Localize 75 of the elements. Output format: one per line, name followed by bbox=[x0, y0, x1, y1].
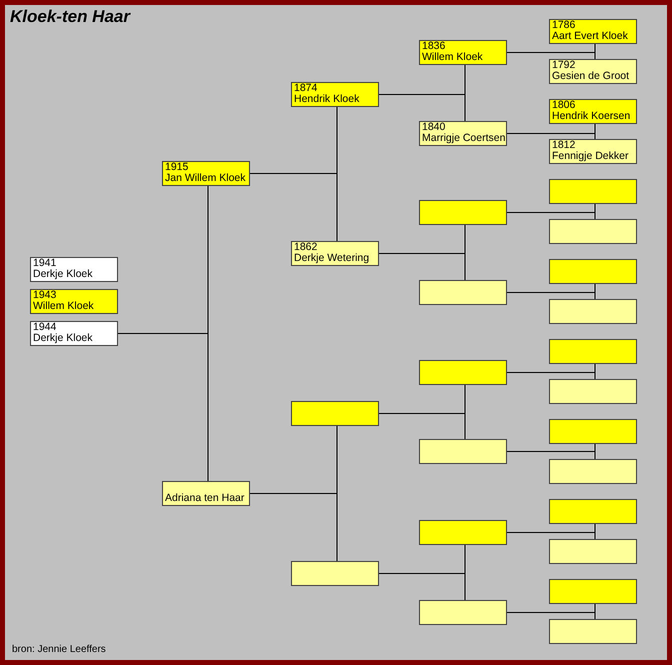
connector-line bbox=[506, 52, 596, 60]
person-name: Gesien de Groot bbox=[552, 71, 630, 82]
year-text: 1792 bbox=[552, 60, 576, 71]
year-text: 1806 bbox=[552, 100, 576, 111]
person-name: Fennigje Dekker bbox=[552, 151, 628, 162]
person-name: Adriana ten Haar bbox=[165, 493, 244, 504]
person-box bbox=[549, 619, 637, 644]
year-text: 1915 bbox=[165, 162, 188, 173]
connector-line bbox=[378, 573, 466, 600]
person-box bbox=[419, 439, 507, 464]
connector-line bbox=[250, 173, 338, 242]
person-box bbox=[30, 257, 118, 282]
person-box bbox=[30, 321, 118, 346]
source-note: bron: Jennie Leeffers bbox=[12, 644, 106, 655]
person-box bbox=[549, 459, 637, 484]
person-box bbox=[549, 379, 637, 404]
year-text: 1862 bbox=[294, 242, 318, 253]
connector-line bbox=[378, 94, 466, 122]
connector-line bbox=[506, 133, 596, 140]
person-box bbox=[419, 40, 507, 65]
year-text: 1840 bbox=[422, 122, 446, 133]
connector-line bbox=[118, 333, 208, 482]
person-box bbox=[419, 520, 507, 545]
year-text: 1874 bbox=[294, 83, 318, 94]
person-box bbox=[549, 19, 637, 44]
year-text: 1944 bbox=[33, 322, 56, 333]
person-name: Marrigje Coertsen bbox=[422, 133, 506, 144]
year-text: 1812 bbox=[552, 140, 576, 151]
person-box bbox=[419, 121, 507, 146]
person-box bbox=[291, 561, 379, 586]
person-name: Hendrik Kloek bbox=[294, 94, 360, 105]
connector-line bbox=[506, 212, 596, 220]
person-box bbox=[549, 339, 637, 364]
person-name: Aart Evert Kloek bbox=[552, 31, 628, 42]
person-box bbox=[419, 200, 507, 225]
person-box bbox=[162, 481, 250, 506]
person-box bbox=[419, 360, 507, 385]
connector-line bbox=[506, 451, 596, 460]
person-box bbox=[419, 600, 507, 625]
person-box bbox=[30, 289, 118, 314]
year-text: 1943 bbox=[33, 290, 56, 301]
person-box bbox=[419, 280, 507, 305]
connector-line bbox=[378, 253, 466, 280]
chart-title: Kloek-ten Haar bbox=[10, 7, 130, 27]
person-name: Willem Kloek bbox=[33, 301, 94, 312]
person-name: Derkje Wetering bbox=[294, 253, 370, 264]
person-box bbox=[549, 419, 637, 444]
connector-line bbox=[378, 413, 466, 440]
year-text: 1941 bbox=[33, 258, 56, 269]
person-box bbox=[549, 539, 637, 564]
person-box bbox=[549, 179, 637, 204]
connector-line bbox=[250, 493, 338, 562]
person-box bbox=[291, 241, 379, 266]
person-box bbox=[549, 259, 637, 284]
year-text: 1836 bbox=[422, 41, 446, 52]
person-box bbox=[162, 161, 250, 186]
person-name: Willem Kloek bbox=[422, 52, 483, 63]
person-box bbox=[291, 82, 379, 107]
person-box bbox=[549, 579, 637, 604]
person-box bbox=[549, 99, 637, 124]
connector-line bbox=[506, 612, 596, 620]
connector-line bbox=[506, 372, 596, 380]
person-name: Hendrik Koersen bbox=[552, 111, 630, 122]
person-box bbox=[549, 139, 637, 164]
person-box bbox=[291, 401, 379, 426]
person-box bbox=[549, 59, 637, 84]
connector-line bbox=[506, 532, 596, 540]
connector-line bbox=[506, 292, 596, 300]
person-box bbox=[549, 219, 637, 244]
person-name: Jan Willem Kloek bbox=[165, 173, 246, 184]
person-name: Derkje Kloek bbox=[33, 333, 93, 344]
person-name: Derkje Kloek bbox=[33, 269, 93, 280]
year-text: 1786 bbox=[552, 20, 576, 31]
person-box bbox=[549, 299, 637, 324]
person-box bbox=[549, 499, 637, 524]
